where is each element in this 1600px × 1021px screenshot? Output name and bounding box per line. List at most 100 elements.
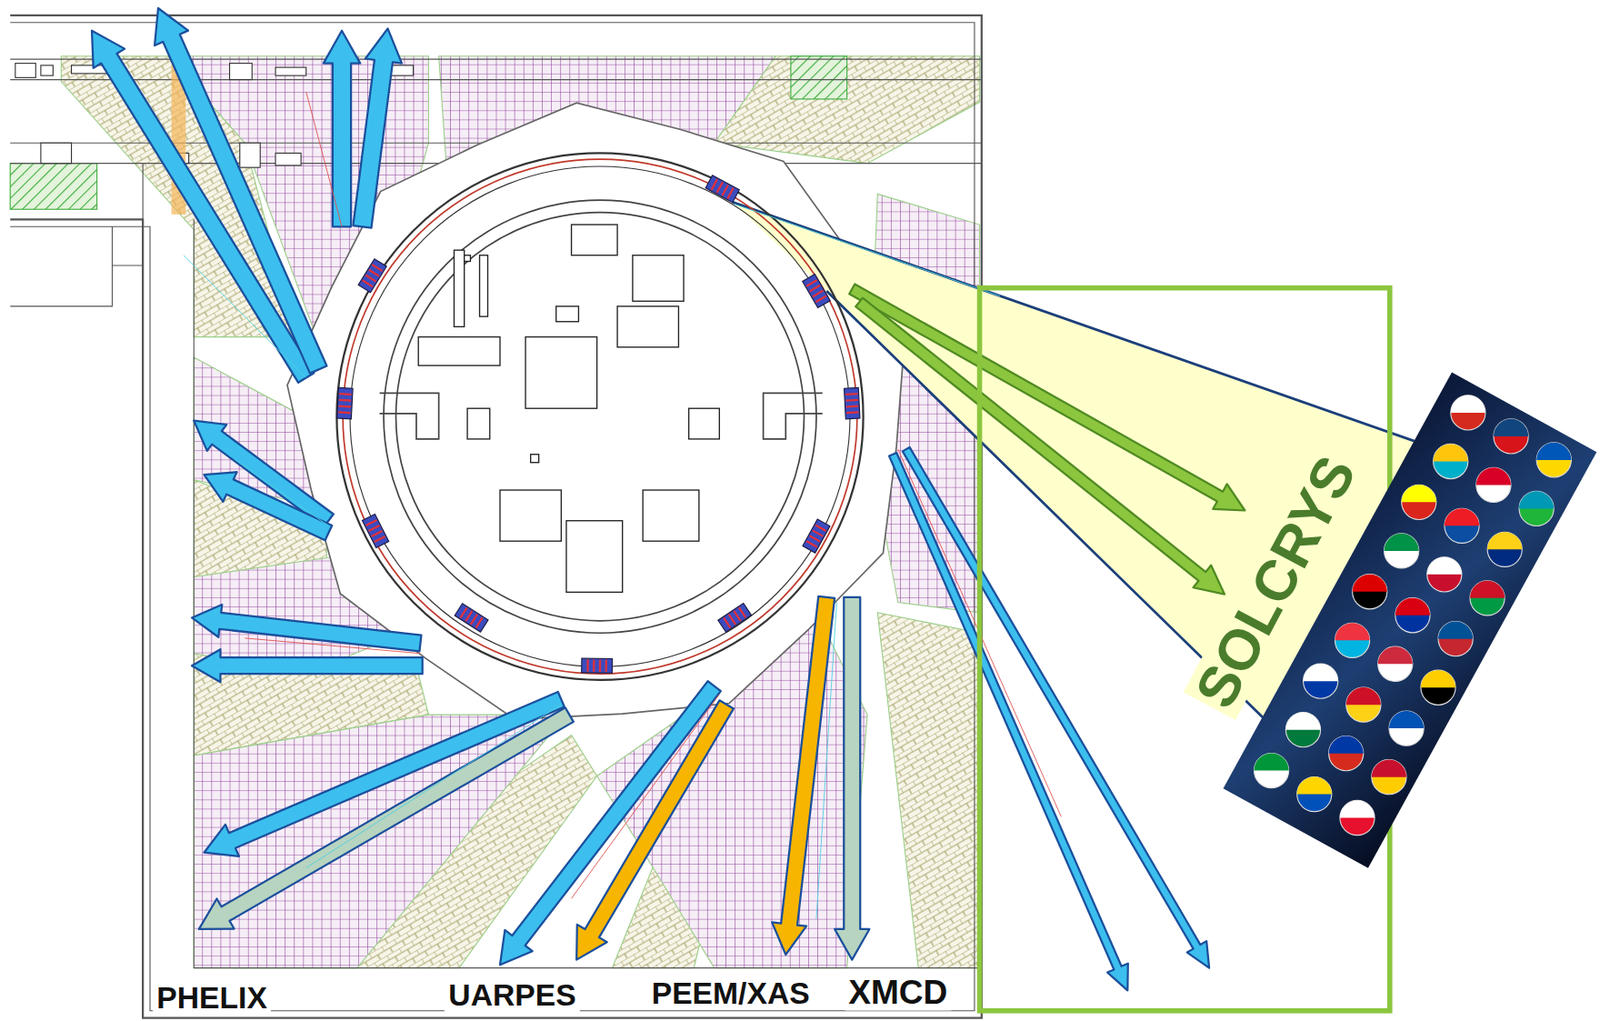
flag-badge bbox=[1378, 646, 1413, 681]
flag-lower bbox=[1427, 557, 1462, 592]
flag-lower bbox=[1340, 800, 1375, 835]
flag-lower bbox=[1389, 710, 1424, 746]
bending-magnet bbox=[802, 519, 830, 553]
magnet-coil bbox=[365, 275, 376, 282]
equipment-block bbox=[689, 408, 720, 440]
magnet-coil bbox=[369, 525, 380, 531]
flag-badge bbox=[1297, 776, 1332, 811]
bending-magnet bbox=[337, 387, 353, 419]
flag-badge bbox=[1303, 663, 1339, 699]
magnet-body bbox=[361, 513, 389, 548]
equipment-block bbox=[500, 490, 561, 541]
magnet-coil bbox=[845, 399, 858, 402]
beam-ray bbox=[306, 704, 562, 869]
beamline-arrow bbox=[834, 597, 870, 960]
bending-magnet bbox=[844, 387, 860, 419]
magnet-coil bbox=[815, 295, 827, 302]
beamline-arrow bbox=[902, 447, 1210, 969]
beam-ray bbox=[734, 204, 1000, 297]
equipment-block bbox=[525, 337, 598, 410]
flag-lower bbox=[1371, 760, 1407, 795]
equipment-block bbox=[418, 337, 500, 366]
bending-magnet bbox=[358, 259, 387, 293]
magnet-coil bbox=[599, 659, 601, 671]
flag-lower bbox=[1395, 598, 1430, 633]
beamline-label: PHELIX bbox=[152, 981, 271, 1015]
storage-ring bbox=[183, 91, 1061, 920]
flag-upper bbox=[1371, 760, 1407, 778]
flag-upper bbox=[1297, 776, 1332, 794]
flag-upper bbox=[1401, 484, 1437, 502]
flag-upper bbox=[1470, 580, 1505, 599]
magnet-coil bbox=[362, 280, 373, 287]
flag-badge bbox=[1340, 800, 1375, 835]
beamline-arrow bbox=[199, 707, 574, 930]
equipment-block bbox=[275, 152, 301, 165]
magnet-coil bbox=[460, 607, 467, 618]
bending-magnet bbox=[454, 603, 489, 632]
flag-lower bbox=[1433, 443, 1469, 479]
flag-lower bbox=[1536, 442, 1571, 478]
equipment-block bbox=[40, 142, 72, 163]
shield-wall bbox=[287, 102, 905, 720]
magnet-coil bbox=[806, 540, 818, 548]
beamline-arrow bbox=[191, 604, 421, 651]
flag-lower bbox=[1352, 574, 1388, 610]
magnet-coil bbox=[812, 290, 824, 298]
beamline-label: PEEM/XAS bbox=[648, 977, 814, 1010]
ring-outer bbox=[336, 152, 863, 680]
beam-ray bbox=[816, 602, 837, 920]
beam-ray bbox=[306, 91, 342, 227]
magnet-body bbox=[718, 603, 752, 633]
beamline-arrow bbox=[352, 28, 402, 228]
flag-upper bbox=[1519, 490, 1554, 509]
magnet-coil bbox=[815, 524, 827, 531]
equipment-block bbox=[530, 454, 540, 463]
magnet-coil bbox=[592, 659, 595, 671]
flag-badge bbox=[1285, 712, 1320, 748]
magnet-coil bbox=[812, 530, 824, 537]
magnet-coil bbox=[806, 280, 818, 287]
beam-ray bbox=[234, 459, 329, 526]
equipment-block bbox=[642, 490, 700, 541]
magnet-coil bbox=[717, 181, 723, 193]
beamline-label: UARPES bbox=[444, 979, 580, 1012]
flag-upper bbox=[1476, 467, 1511, 485]
inner-hall-wall bbox=[383, 200, 817, 633]
equipment-block bbox=[632, 255, 684, 302]
flag-badge bbox=[1438, 621, 1473, 657]
magnet-coil bbox=[475, 617, 482, 628]
flag-upper bbox=[1536, 442, 1571, 460]
flag-lower bbox=[1470, 580, 1505, 616]
flag-badge bbox=[1427, 557, 1462, 592]
flag-lower bbox=[1253, 752, 1289, 788]
magnet-body bbox=[337, 387, 353, 419]
equipment-block bbox=[566, 520, 623, 593]
bending-magnet bbox=[718, 603, 752, 633]
flag-badge bbox=[1433, 443, 1469, 479]
bending-magnet bbox=[705, 175, 740, 203]
inner-hall bbox=[396, 212, 805, 621]
flag-badge bbox=[1389, 710, 1424, 746]
inner-wall bbox=[10, 22, 975, 1011]
magnet-body bbox=[844, 387, 860, 419]
beamline-arrow bbox=[855, 298, 1225, 595]
flag-badge bbox=[1493, 419, 1529, 454]
flag-upper bbox=[1334, 622, 1370, 640]
flag-badge bbox=[1253, 752, 1289, 788]
beam-ray bbox=[183, 255, 307, 379]
beamline-arrow bbox=[203, 471, 332, 540]
flag-lower bbox=[1334, 622, 1370, 658]
bending-magnets bbox=[337, 175, 860, 673]
shielded-area bbox=[877, 612, 980, 969]
beamline-arrow bbox=[91, 30, 314, 383]
magnet-body bbox=[802, 519, 830, 553]
magnet-coil bbox=[733, 610, 740, 621]
equipment-block bbox=[453, 250, 464, 327]
flag-lower bbox=[1329, 736, 1364, 771]
outer-wall bbox=[10, 15, 982, 1019]
equipment-block bbox=[275, 67, 307, 76]
equipment-block bbox=[15, 63, 36, 79]
